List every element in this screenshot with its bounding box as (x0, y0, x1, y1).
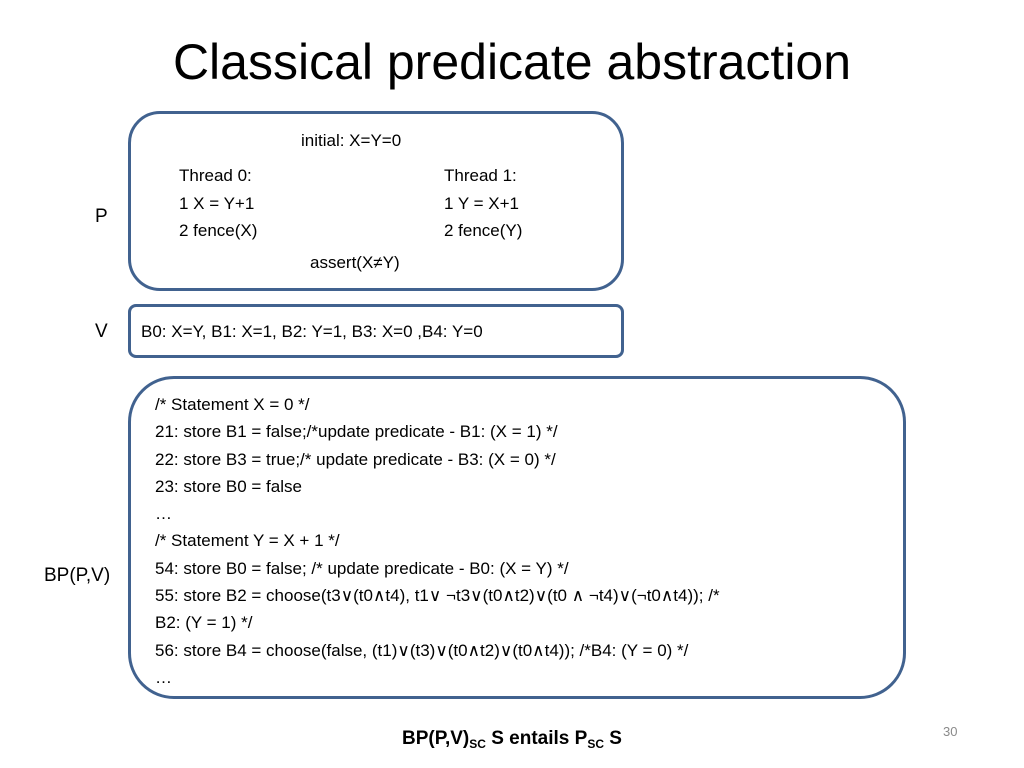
thread-0-header: Thread 0: (179, 166, 252, 185)
code-line: … (155, 667, 172, 687)
code-line: B2: (Y = 1) */ (155, 613, 253, 633)
thread-1-header: Thread 1: (444, 166, 517, 185)
footer-bp: BP(P,V) (402, 728, 470, 749)
thread-1-line-2: 2 fence(Y) (444, 221, 523, 240)
code-line: 56: store B4 = choose(false, (t1)∨(t3)∨(… (155, 640, 689, 660)
boolean-program-code: /* Statement X = 0 */ 21: store B1 = fal… (155, 391, 895, 691)
boolean-program-box (128, 376, 906, 699)
footer-sc-subscript: SC (587, 737, 604, 751)
thread-0-line-1: 1 X = Y+1 (179, 193, 255, 213)
code-line: /* Statement Y = X + 1 */ (155, 531, 340, 551)
initial-condition: initial: X=Y=0 (301, 131, 402, 150)
predicates-box (128, 304, 624, 358)
program-label: P (95, 206, 108, 227)
footer-entails-text: S entails (491, 728, 575, 749)
thread-1: Thread 1: 1 Y = X+1 2 fence(Y) (444, 162, 522, 245)
code-line: 54: store B0 = false; /* update predicat… (155, 558, 569, 578)
footer-sc-subscript: SC (469, 737, 486, 751)
program-box (128, 111, 624, 291)
code-line: 21: store B1 = false;/*update predicate … (155, 422, 558, 442)
code-line: 22: store B3 = true;/* update predicate … (155, 449, 556, 469)
thread-1-line-1: 1 Y = X+1 (444, 193, 519, 213)
predicates-label: V (95, 321, 108, 342)
code-line: /* Statement X = 0 */ (155, 395, 310, 414)
assert-statement: assert(X≠Y) (310, 253, 400, 272)
footer-s-text: S (609, 728, 622, 749)
code-line: 23: store B0 = false (155, 476, 302, 496)
predicates-text: B0: X=Y, B1: X=1, B2: Y=1, B3: X=0 ,B4: … (141, 322, 483, 341)
code-line: 55: store B2 = choose(t3∨(t0∧t4), t1∨ ¬t… (155, 586, 720, 606)
footer-p: P (574, 728, 588, 749)
footer-formula: BP(P,V)SC S entails PSC S (0, 724, 1024, 759)
thread-0: Thread 0: 1 X = Y+1 2 fence(X) (179, 162, 257, 245)
slide-number: 30 (943, 724, 958, 739)
boolean-program-label: BP(P,V) (44, 565, 111, 586)
thread-0-line-2: 2 fence(X) (179, 221, 258, 240)
slide-title: Classical predicate abstraction (172, 34, 852, 90)
code-line: … (155, 504, 172, 524)
